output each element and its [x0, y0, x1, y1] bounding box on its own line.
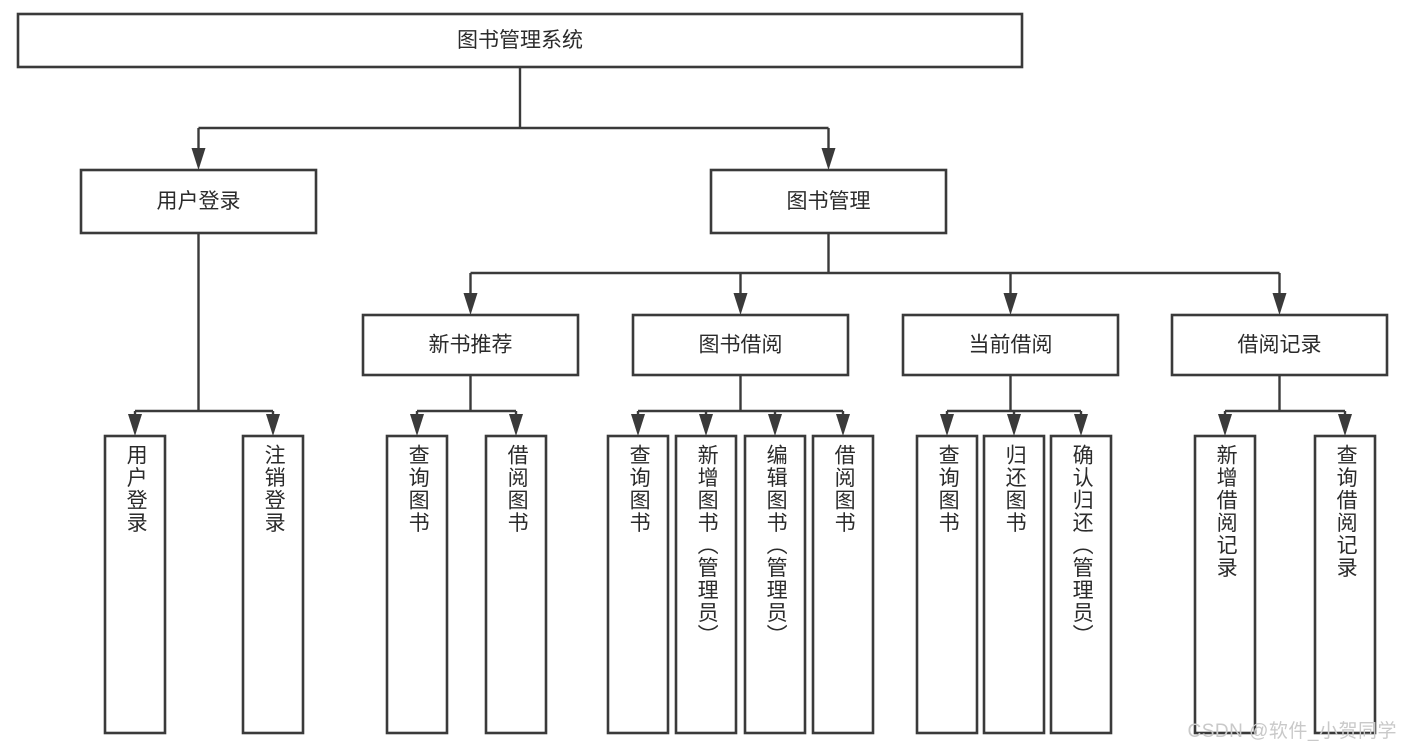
arrow-head-icon-leaf-2-3 [836, 414, 850, 436]
arrow-head-icon-leaf-3-0 [940, 414, 954, 436]
arrow-head-icon-leaf-1-0 [410, 414, 424, 436]
leaf-box-10[interactable] [1049, 434, 1113, 735]
leaf-box-7[interactable] [811, 434, 875, 735]
arrow-head-icon-leaf-2-0 [631, 414, 645, 436]
level3-box-1[interactable] [631, 313, 850, 377]
level2-label-0: 用户登录 [157, 190, 241, 213]
leaf-box-8[interactable] [915, 434, 979, 735]
arrow-head-icon-leaf-1-1 [509, 414, 523, 436]
arrow-head-icon-leaf-2-1 [699, 414, 713, 436]
leaf-box-3[interactable] [484, 434, 548, 735]
arrow-head-icon-l2-0 [191, 148, 206, 170]
level3-label-0: 新书推荐 [429, 334, 513, 357]
node-box-layer [16, 12, 1389, 735]
arrow-head-icon-leaf-0-1 [266, 414, 280, 436]
leaf-box-5[interactable] [674, 434, 738, 735]
arrow-head-icon-leaf-4-0 [1218, 414, 1232, 436]
arrow-head-icon-l2-1 [821, 148, 836, 170]
level3-label-2: 当前借阅 [969, 334, 1053, 357]
watermark-text: CSDN @软件_小贺同学 [1187, 721, 1397, 742]
level3-box-2[interactable] [901, 313, 1120, 377]
leaf-box-4[interactable] [606, 434, 670, 735]
level2-label-1: 图书管理 [787, 190, 871, 213]
arrow-head-icon-leaf-3-1 [1007, 414, 1021, 436]
leaf-box-6[interactable] [743, 434, 807, 735]
leaf-box-2[interactable] [385, 434, 449, 735]
leaf-box-11[interactable] [1193, 434, 1257, 735]
level2-box-1[interactable] [709, 168, 948, 235]
leaf-box-9[interactable] [982, 434, 1046, 735]
root-label-0: 图书管理系统 [457, 29, 583, 52]
leaf-box-0[interactable] [103, 434, 167, 735]
level2-box-0[interactable] [79, 168, 318, 235]
level3-label-3: 借阅记录 [1238, 334, 1322, 357]
level3-label-1: 图书借阅 [699, 334, 783, 357]
arrow-head-icon-leaf-4-1 [1338, 414, 1352, 436]
arrow-head-icon-leaf-2-2 [768, 414, 782, 436]
root-box-0[interactable] [16, 12, 1024, 69]
arrow-head-icon-l3-3 [1272, 293, 1287, 315]
leaf-box-12[interactable] [1313, 434, 1377, 735]
level3-box-0[interactable] [361, 313, 580, 377]
level3-box-3[interactable] [1170, 313, 1389, 377]
arrow-head-icon-leaf-3-2 [1074, 414, 1088, 436]
leaf-box-1[interactable] [241, 434, 305, 735]
connector-layer [128, 67, 1352, 436]
arrow-head-icon-l3-0 [463, 293, 478, 315]
arrow-head-icon-leaf-0-0 [128, 414, 142, 436]
arrow-head-icon-l3-1 [733, 293, 748, 315]
arrow-head-icon-l3-2 [1003, 293, 1018, 315]
